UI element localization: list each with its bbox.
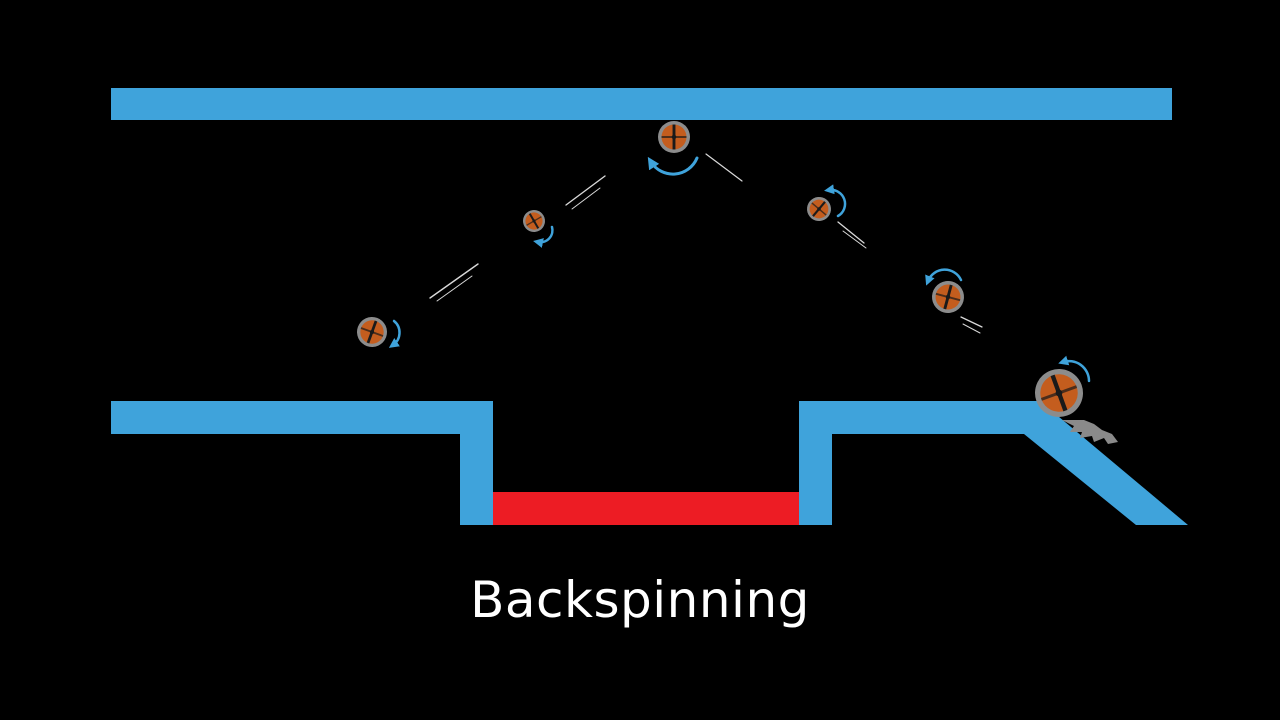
right-platform — [799, 401, 1188, 525]
motion-lines — [429, 153, 983, 334]
wheels-group — [357, 121, 1083, 417]
backspinning-wheel-icon — [807, 197, 831, 221]
spin-direction-arrow-icon — [1058, 355, 1091, 383]
ceiling-wall — [111, 88, 1172, 120]
backspinning-wheel-icon — [357, 317, 387, 347]
spin-direction-arrow-icon — [824, 184, 847, 218]
spin-direction-arrow-icon — [388, 319, 401, 348]
spin-direction-arrow-icon — [533, 225, 554, 248]
spin-direction-arrow-icon — [647, 156, 699, 176]
caption-title: Backspinning — [470, 571, 810, 629]
backspinning-wheel-icon — [658, 121, 690, 153]
spin-direction-arrow-icon — [925, 268, 963, 286]
backspinning-wheel-icon — [932, 281, 964, 313]
red-hazard-floor — [493, 492, 799, 525]
backspinning-wheel-icon — [523, 210, 545, 232]
scrape-sparks — [1062, 420, 1118, 444]
backspinning-wheel-icon — [1035, 369, 1083, 417]
spin-arrows — [388, 156, 1091, 383]
left-platform — [111, 401, 493, 525]
